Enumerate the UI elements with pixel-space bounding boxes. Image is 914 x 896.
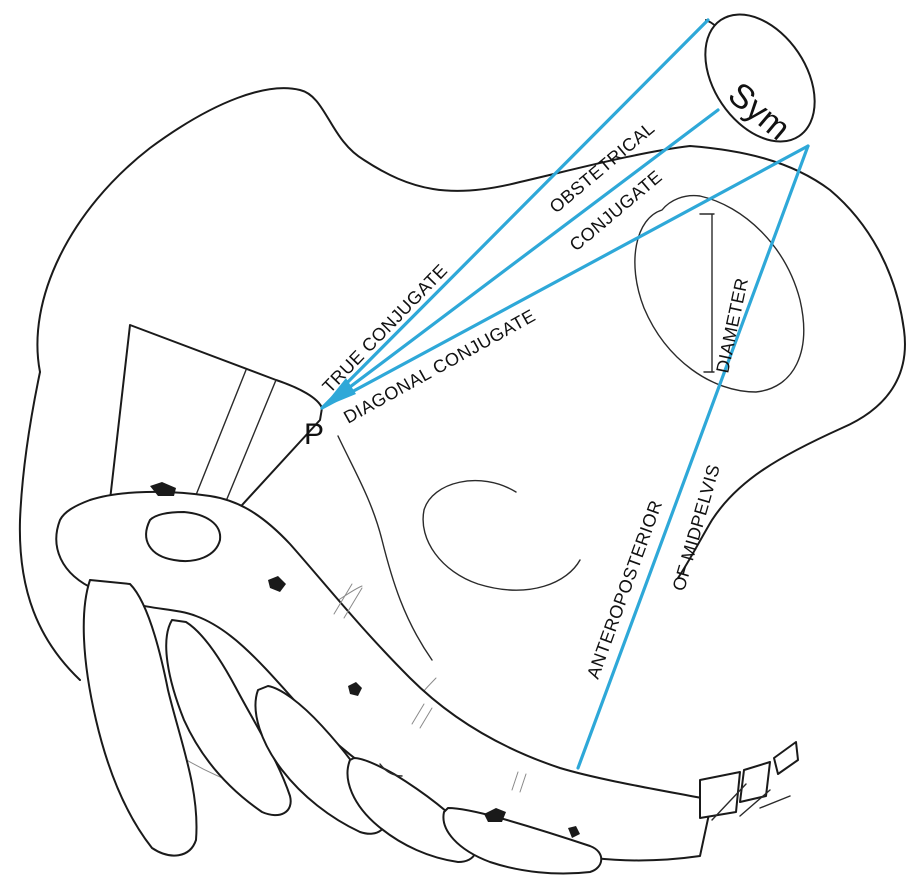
of-midpelvis-label: OF MIDPELVIS xyxy=(669,462,724,593)
promontory-label: P xyxy=(304,418,324,451)
coccyx-segment-3 xyxy=(774,742,798,774)
sacral-ala xyxy=(146,512,220,561)
diameter-label: DIAMETER xyxy=(712,276,752,375)
anteroposterior-label: ANTEROPOSTERIOR xyxy=(583,497,666,681)
obstetrical-conjugate-line xyxy=(322,110,718,408)
midpelvis-ap-line xyxy=(578,146,808,768)
diameter-bracket xyxy=(700,214,714,372)
true-conjugate-line xyxy=(322,20,708,408)
coccyx-segment-2 xyxy=(740,762,770,802)
greater-sciatic-notch xyxy=(423,481,580,590)
coccyx xyxy=(700,742,798,820)
measurement-labels: TRUE CONJUGATE OBSTETRICAL CONJUGATE DIA… xyxy=(318,118,752,682)
diagonal-conjugate-label: DIAGONAL CONJUGATE xyxy=(340,305,539,427)
